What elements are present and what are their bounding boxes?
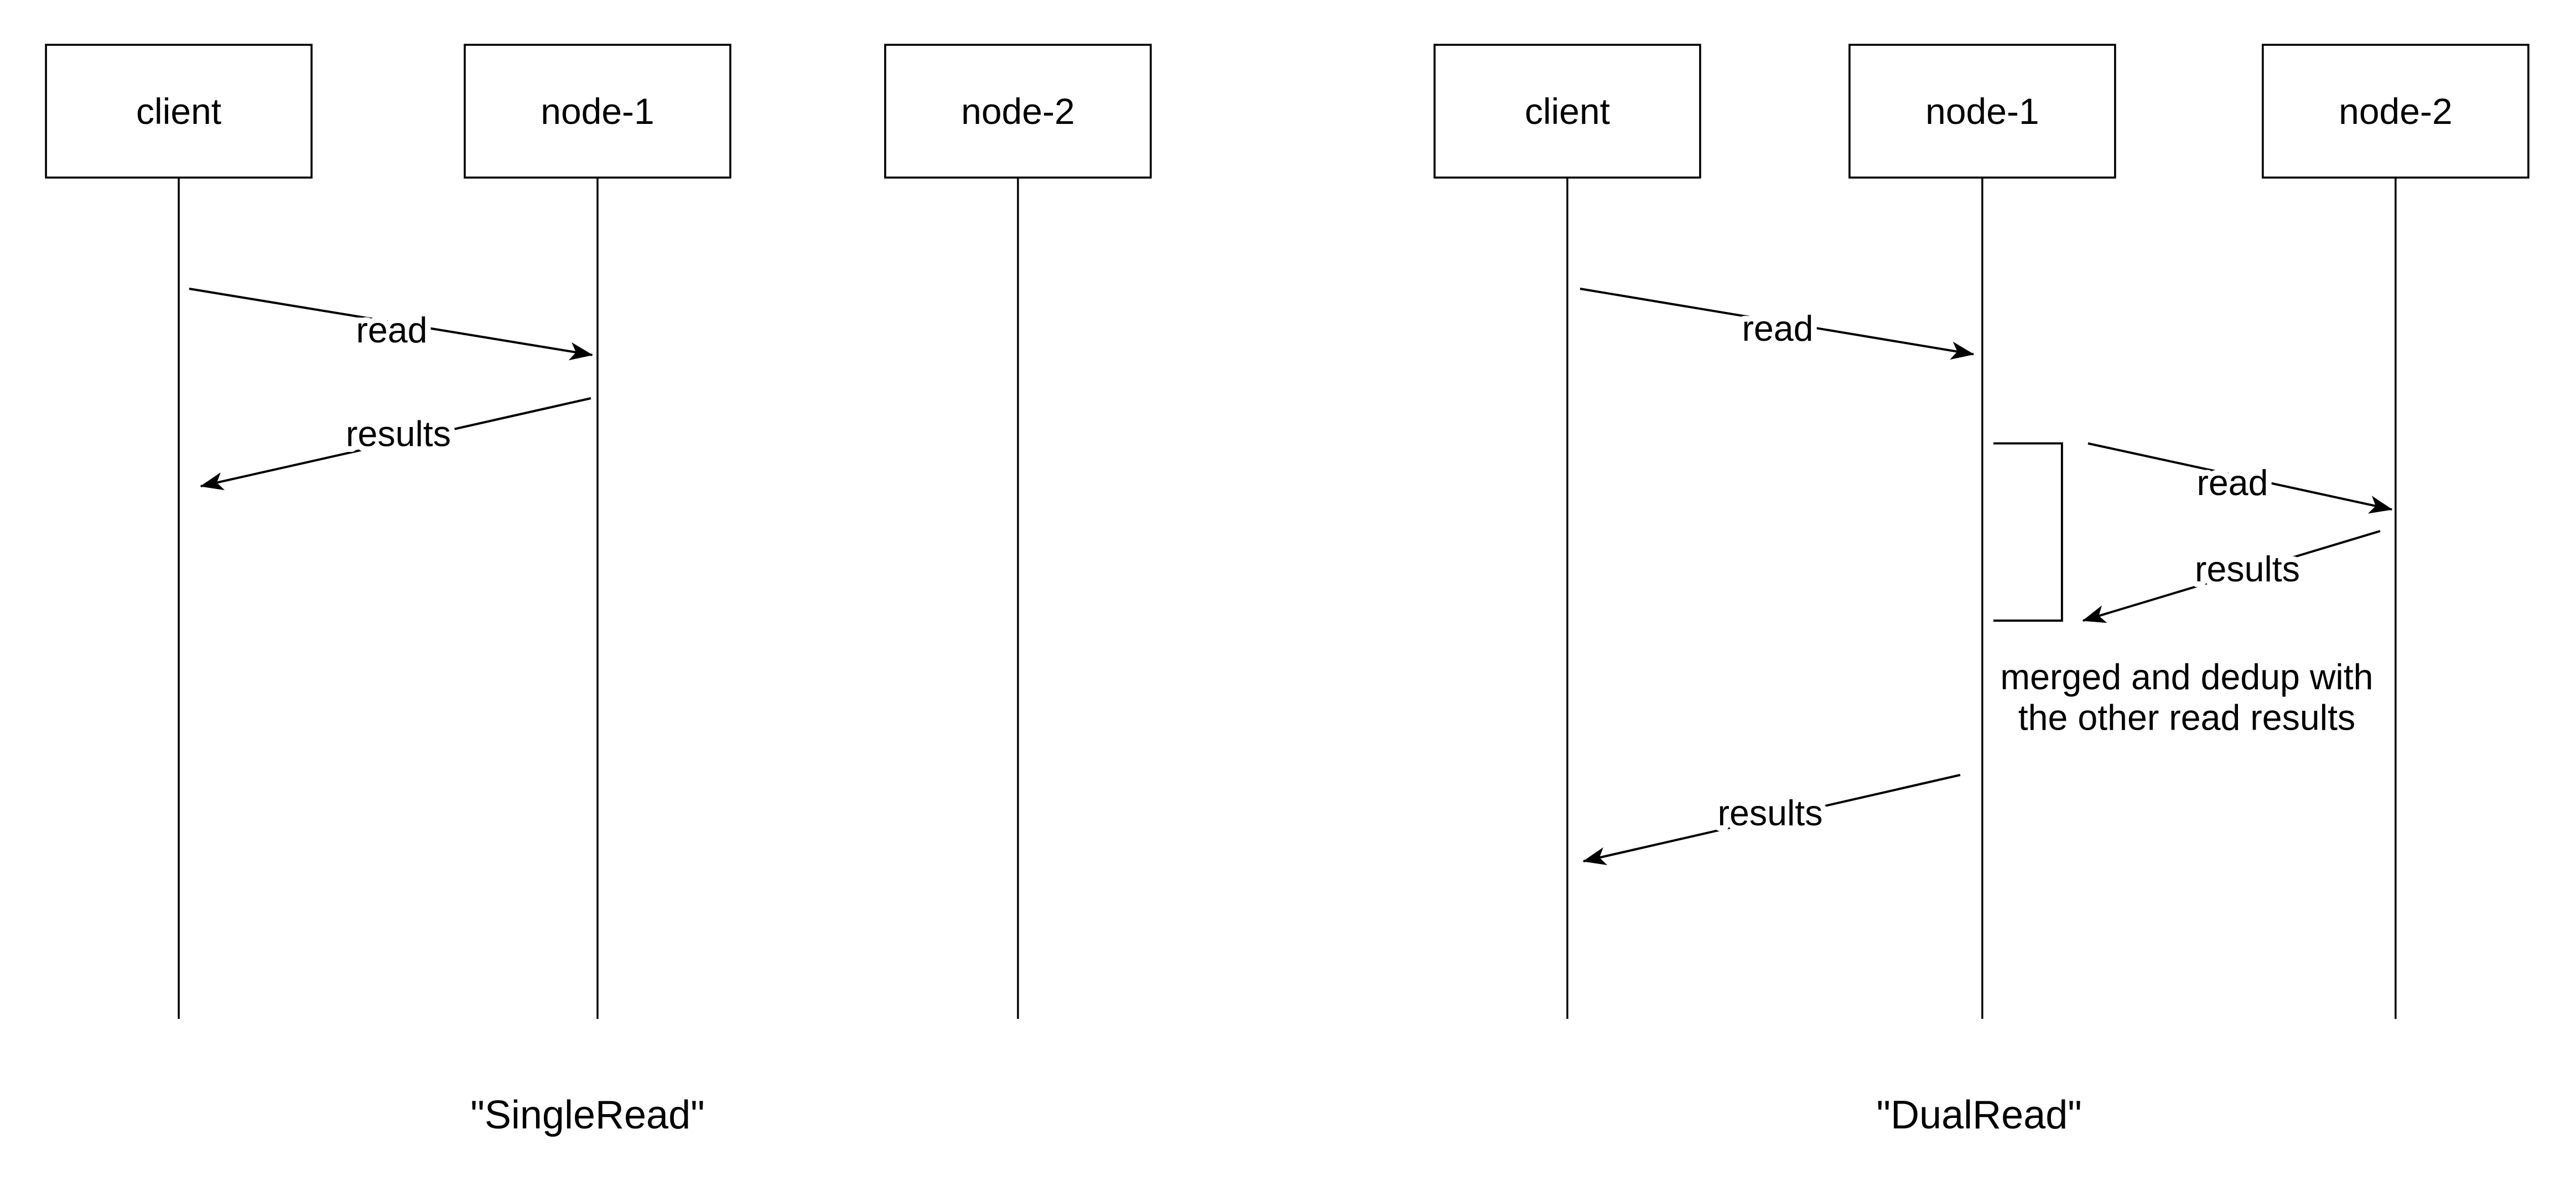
arrow-results-node1-to-client — [1582, 774, 1961, 866]
note-text-line2: the other read results — [2018, 698, 2356, 738]
actor-box-node-1 — [1848, 44, 2116, 179]
actor-label-client: client — [1525, 91, 1610, 132]
actor-box-client — [1434, 44, 1701, 179]
message-label-results: results — [346, 414, 451, 454]
message-label-read: read — [1742, 309, 1813, 348]
message-label-results: results — [1718, 793, 1823, 833]
arrow-read-client-to-node1 — [1580, 288, 1975, 360]
diagram-title-singleread: "SingleRead" — [470, 1093, 704, 1137]
arrow-read-node1-to-node2 — [2087, 442, 2393, 514]
actor-label-node-2: node-2 — [961, 91, 1075, 132]
diagram-singleread: client node-1 node-2 read results "Singl… — [45, 44, 1152, 1137]
actor-label-client: client — [136, 91, 221, 132]
diagram-dualread: client node-1 node-2 read read results m… — [1434, 44, 2530, 1137]
note-text-line1: merged and dedup with — [2000, 657, 2373, 697]
actor-box-client — [45, 44, 313, 179]
actor-label-node-1: node-1 — [541, 91, 655, 132]
actor-box-node-1 — [464, 44, 731, 179]
actor-label-node-1: node-1 — [1925, 91, 2039, 132]
diagram-title-dualread: "DualRead" — [1877, 1093, 2082, 1137]
arrow-results-node2-to-node1 — [2082, 530, 2381, 623]
arrow-results-node1-to-client — [200, 397, 591, 491]
arrow-read-client-to-node1 — [189, 288, 593, 361]
actor-label-node-2: node-2 — [2339, 91, 2453, 132]
message-label-results: results — [2195, 549, 2300, 589]
activation-bracket — [1993, 442, 2063, 622]
actor-box-node-2 — [2262, 44, 2530, 179]
message-label-read: read — [2196, 463, 2268, 503]
actor-box-node-2 — [884, 44, 1152, 179]
message-label-read: read — [356, 310, 427, 350]
